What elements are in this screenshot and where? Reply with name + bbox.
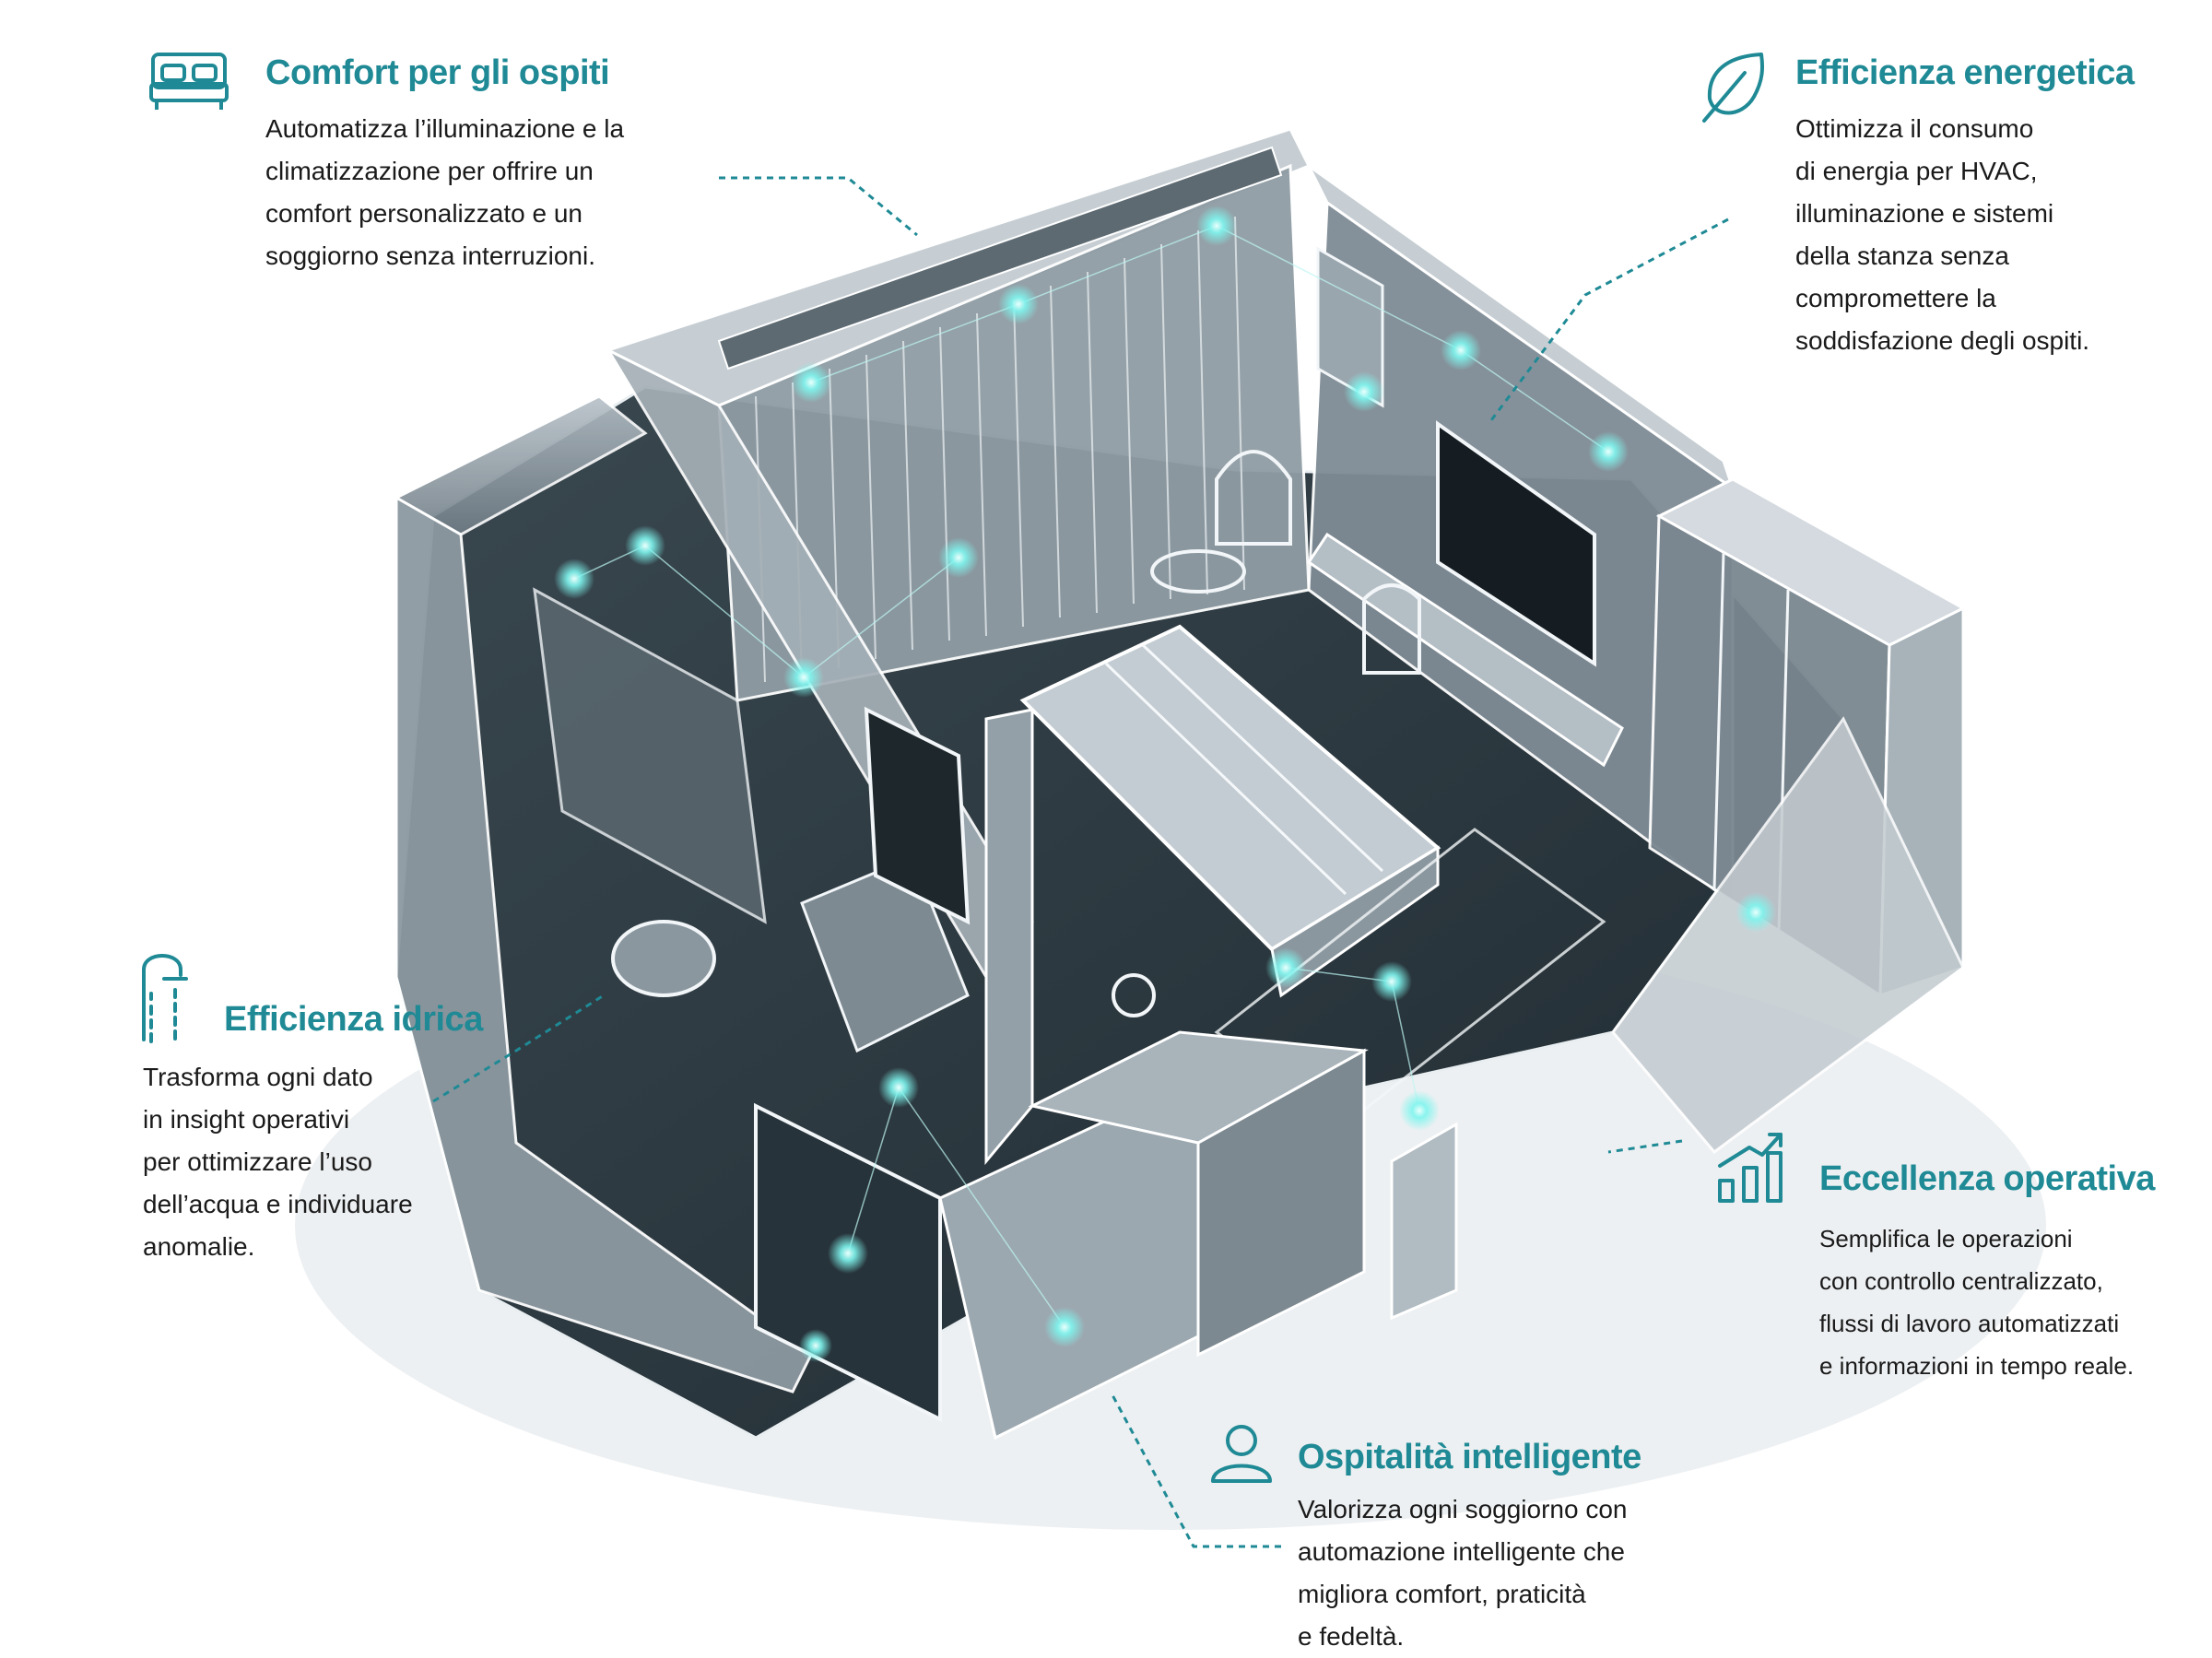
sensor-dot xyxy=(1399,1090,1440,1131)
sensor-dot xyxy=(938,537,979,578)
partition-wall-face xyxy=(984,708,1034,1166)
sensor-dot xyxy=(998,284,1039,324)
callout-energy: Efficienza energetica Ottimizza il consu… xyxy=(1795,53,2135,362)
sensor-dot xyxy=(625,525,665,566)
desk xyxy=(1306,532,1624,768)
callout-water: Efficienza idrica Trasforma ogni dato in… xyxy=(143,1000,483,1268)
leader-water xyxy=(432,994,605,1103)
sensor-dot xyxy=(791,362,831,403)
tv-screen xyxy=(1436,420,1596,667)
sensor-dot xyxy=(1371,961,1412,1002)
bed-icon xyxy=(149,51,229,112)
callout-comfort-body: Automatizza l’illuminazione e la climati… xyxy=(265,114,625,270)
outer-wall-left-face xyxy=(394,495,813,1393)
sensor-dot xyxy=(554,559,594,599)
sensor-dot xyxy=(1196,206,1237,246)
callout-hospitality: Ospitalità intelligente Valorizza ogni s… xyxy=(1298,1438,1641,1658)
shower-glass xyxy=(533,587,767,924)
ceiling-vent xyxy=(717,146,1283,370)
callout-ops-body: Semplifica le operazioni con controllo c… xyxy=(1819,1225,2135,1380)
sensor-dot xyxy=(1588,431,1629,472)
sensor-dot xyxy=(878,1067,919,1108)
callout-water-body: Trasforma ogni dato in insight operativi… xyxy=(143,1063,413,1261)
user-icon xyxy=(1209,1424,1274,1485)
callout-hospitality-body: Valorizza ogni soggiorno con automazione… xyxy=(1298,1495,1628,1651)
sensor-dot xyxy=(1265,947,1306,988)
wall-art xyxy=(1316,246,1384,408)
wardrobe-divider xyxy=(1712,552,1725,890)
callout-energy-body: Ottimizza il consumo di energia per HVAC… xyxy=(1795,114,2090,355)
armchair xyxy=(1215,450,1292,546)
callout-comfort-title: Comfort per gli ospiti xyxy=(265,53,610,92)
callout-comfort: Comfort per gli ospiti Automatizza l’ill… xyxy=(265,53,624,277)
sensor-dot xyxy=(1441,330,1481,370)
bedside-lamp xyxy=(1112,973,1156,1017)
callout-ops-title: Eccellenza operativa xyxy=(1819,1159,2155,1198)
bath-mirror xyxy=(864,706,971,925)
sensor-dot xyxy=(828,1233,868,1274)
minibar xyxy=(1390,1122,1458,1321)
bath-floor-wall xyxy=(1028,1030,1369,1145)
sensor-dot xyxy=(1735,892,1776,933)
sensor-dot xyxy=(783,657,824,698)
sensor-dots xyxy=(554,206,1776,1362)
leader-comfort xyxy=(719,176,918,237)
side-table xyxy=(1150,549,1246,594)
sensor-dot xyxy=(799,1329,832,1362)
toilet xyxy=(611,920,716,997)
callout-hospitality-title: Ospitalità intelligente xyxy=(1298,1438,1641,1476)
desk-chair xyxy=(1362,583,1421,675)
shower-icon xyxy=(135,942,190,1043)
callout-energy-title: Efficienza energetica xyxy=(1795,53,2135,92)
front-wall-right xyxy=(1611,716,1965,1155)
leaf-icon xyxy=(1700,51,1767,124)
leader-energy xyxy=(1487,218,1729,425)
growth-chart-icon xyxy=(1716,1129,1784,1205)
leader-lines xyxy=(432,176,1729,1548)
leader-ops xyxy=(1607,1139,1683,1154)
sensor-dot xyxy=(1044,1307,1085,1347)
bed-stripes xyxy=(1104,643,1384,896)
callout-water-title: Efficienza idrica xyxy=(224,1000,483,1039)
sensor-dot xyxy=(1344,371,1384,412)
leader-hospitality xyxy=(1109,1391,1281,1548)
callout-ops: Eccellenza operativa Semplifica le opera… xyxy=(1819,1159,2155,1387)
